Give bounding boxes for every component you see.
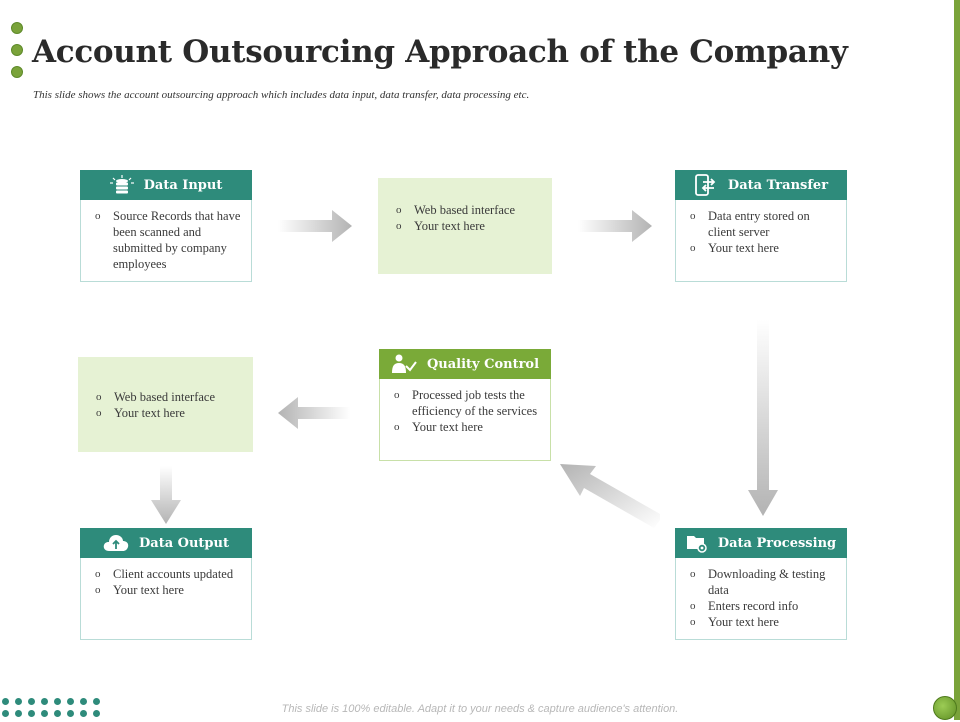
title-dots-decoration bbox=[11, 22, 23, 88]
list-item: Data entry stored on client server bbox=[688, 208, 838, 240]
database-icon bbox=[109, 175, 134, 194]
list-item: Your text here bbox=[688, 240, 838, 256]
list-item: Downloading & testing data bbox=[688, 566, 838, 598]
list-item: Client accounts updated bbox=[93, 566, 243, 582]
web-interface-panel-left: Web based interface Your text here bbox=[78, 357, 253, 452]
web-interface-panel-top-list: Web based interface Your text here bbox=[378, 178, 552, 242]
list-item: Web based interface bbox=[394, 202, 544, 218]
data-input-header: Data Input bbox=[80, 170, 252, 200]
list-item: Your text here bbox=[93, 582, 243, 598]
list-item: Your text here bbox=[94, 405, 245, 421]
arrow-right-interface-to-transfer bbox=[578, 210, 652, 242]
arrow-right-input-to-interface bbox=[278, 210, 352, 242]
slide-footer-note: This slide is 100% editable. Adapt it to… bbox=[281, 703, 679, 715]
data-input-title: Data Input bbox=[143, 177, 223, 193]
bottom-dots-decoration bbox=[2, 698, 110, 722]
data-output-list: Client accounts updated Your text here bbox=[81, 558, 251, 606]
corner-circle-decoration bbox=[933, 696, 957, 720]
arrow-down-panel-to-output bbox=[151, 466, 181, 524]
list-item: Your text here bbox=[392, 419, 542, 435]
data-transfer-card: Data Transfer Data entry stored on clien… bbox=[675, 170, 847, 282]
quality-control-header: Quality Control bbox=[379, 349, 551, 379]
cloud-upload-icon bbox=[103, 535, 129, 551]
data-processing-list: Downloading & testing data Enters record… bbox=[676, 558, 846, 638]
data-input-list: Source Records that have been scanned an… bbox=[81, 200, 251, 280]
web-interface-panel-left-list: Web based interface Your text here bbox=[78, 357, 253, 429]
slide-subtitle: This slide shows the account outsourcing… bbox=[33, 89, 530, 101]
data-processing-header: Data Processing bbox=[675, 528, 847, 558]
list-item: Your text here bbox=[394, 218, 544, 234]
data-processing-card: Data Processing Downloading & testing da… bbox=[675, 528, 847, 640]
arrow-diagonal-processing-to-quality bbox=[560, 464, 660, 528]
data-output-card: Data Output Client accounts updated Your… bbox=[80, 528, 252, 640]
list-item: Enters record info bbox=[688, 598, 838, 614]
folder-gear-icon bbox=[686, 536, 707, 553]
quality-control-list: Processed job tests the efficiency of th… bbox=[380, 379, 550, 443]
list-item: Your text here bbox=[688, 614, 838, 630]
person-check-icon bbox=[391, 354, 417, 373]
data-transfer-list: Data entry stored on client server Your … bbox=[676, 200, 846, 264]
web-interface-panel-top: Web based interface Your text here bbox=[378, 178, 552, 274]
data-output-title: Data Output bbox=[139, 535, 229, 551]
quality-control-title: Quality Control bbox=[426, 356, 540, 372]
data-input-card: Data Input Source Records that have been… bbox=[80, 170, 252, 282]
mobile-transfer-icon bbox=[695, 174, 716, 196]
arrow-down-transfer-to-processing bbox=[748, 320, 778, 516]
list-item: Processed job tests the efficiency of th… bbox=[392, 387, 542, 419]
right-accent-bar bbox=[954, 0, 960, 720]
list-item: Web based interface bbox=[94, 389, 245, 405]
quality-control-card: Quality Control Processed job tests the … bbox=[379, 349, 551, 461]
data-processing-title: Data Processing bbox=[717, 535, 837, 551]
data-output-header: Data Output bbox=[80, 528, 252, 558]
arrow-left-quality-to-panel bbox=[278, 397, 350, 429]
data-transfer-header: Data Transfer bbox=[675, 170, 847, 200]
slide-title: Account Outsourcing Approach of the Comp… bbox=[32, 34, 848, 70]
data-transfer-title: Data Transfer bbox=[727, 177, 829, 193]
list-item: Source Records that have been scanned an… bbox=[93, 208, 243, 272]
